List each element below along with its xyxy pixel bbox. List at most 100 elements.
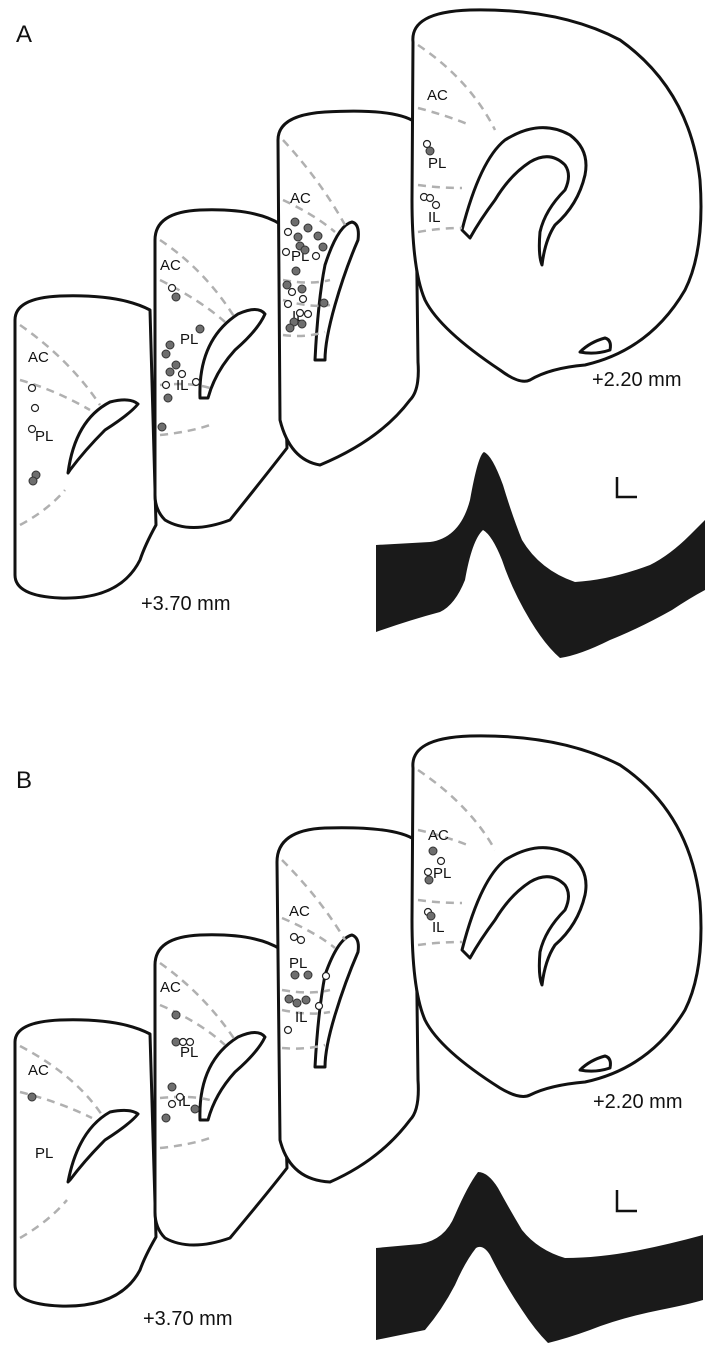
filled-site	[283, 281, 291, 289]
panel-a-section-1: AC PL	[15, 296, 156, 598]
coord-label-back: +2.20 mm	[593, 1091, 682, 1113]
open-site	[291, 934, 298, 941]
filled-site	[291, 971, 299, 979]
open-site	[427, 195, 434, 202]
open-site	[169, 1101, 176, 1108]
coord-label-front: +3.70 mm	[141, 593, 230, 615]
open-site	[285, 301, 292, 308]
filled-site	[166, 341, 174, 349]
region-label-il: IL	[428, 209, 441, 226]
filled-site	[320, 299, 328, 307]
panel-b-section-4: AC PL IL	[412, 736, 701, 1097]
panel-b-label: B	[16, 767, 32, 794]
region-label-il: IL	[176, 377, 189, 394]
region-label-pl: PL	[35, 428, 53, 445]
open-site	[305, 311, 312, 318]
filled-site	[314, 232, 322, 240]
filled-site	[304, 224, 312, 232]
region-label-ac: AC	[28, 1062, 49, 1079]
filled-site	[426, 147, 434, 155]
region-label-pl: PL	[180, 1044, 198, 1061]
filled-site	[293, 999, 301, 1007]
open-site	[289, 289, 296, 296]
filled-site	[429, 847, 437, 855]
open-site	[313, 253, 320, 260]
filled-site	[172, 1011, 180, 1019]
panel-b-section-3: AC PL IL	[277, 828, 418, 1182]
panel-a-section-2: AC PL IL	[155, 210, 287, 528]
filled-site	[291, 218, 299, 226]
panel-b: B AC PL AC PL IL	[15, 736, 703, 1343]
filled-site	[302, 996, 310, 1004]
open-site	[323, 973, 330, 980]
open-site	[283, 249, 290, 256]
filled-site	[191, 1105, 199, 1113]
filled-site	[166, 368, 174, 376]
filled-site	[28, 1093, 36, 1101]
region-label-il: IL	[295, 1009, 308, 1026]
region-label-pl: PL	[35, 1145, 53, 1162]
region-label-pl: PL	[428, 155, 446, 172]
region-label-ac: AC	[160, 979, 181, 996]
filled-site	[292, 267, 300, 275]
filled-site	[172, 1038, 180, 1046]
panel-a-section-3: AC PL IL	[278, 111, 418, 465]
scale-bar	[617, 1190, 637, 1211]
coord-label-front: +3.70 mm	[143, 1308, 232, 1330]
open-site	[193, 379, 200, 386]
open-site	[438, 858, 445, 865]
filled-site	[286, 324, 294, 332]
panel-a-label: A	[16, 21, 32, 48]
region-label-pl: PL	[433, 865, 451, 882]
filled-site	[285, 995, 293, 1003]
region-label-pl: PL	[289, 955, 307, 972]
open-site	[29, 426, 36, 433]
filled-site	[29, 477, 37, 485]
region-label-ac: AC	[289, 903, 310, 920]
region-label-ac: AC	[290, 190, 311, 207]
open-site	[424, 141, 431, 148]
coord-label-back: +2.20 mm	[592, 369, 681, 391]
scale-bar	[617, 477, 637, 497]
open-site	[163, 382, 170, 389]
filled-site	[304, 971, 312, 979]
panel-b-section-2: AC PL IL	[155, 935, 287, 1245]
filled-site	[298, 320, 306, 328]
region-label-ac: AC	[28, 349, 49, 366]
panel-b-section-1: AC PL	[15, 1020, 156, 1306]
filled-site	[172, 293, 180, 301]
filled-site	[196, 325, 204, 333]
open-site	[298, 937, 305, 944]
open-site	[179, 371, 186, 378]
filled-site	[162, 350, 170, 358]
open-site	[285, 229, 292, 236]
filled-site	[168, 1083, 176, 1091]
filled-site	[172, 361, 180, 369]
open-site	[180, 1039, 187, 1046]
open-site	[169, 285, 176, 292]
panel-b-waveform	[376, 1172, 703, 1343]
panel-a: A AC PL AC PL IL	[15, 10, 705, 658]
panel-a-section-4: AC PL IL	[412, 10, 701, 381]
region-label-il: IL	[432, 919, 445, 936]
open-site	[316, 1003, 323, 1010]
region-label-pl: PL	[180, 331, 198, 348]
filled-site	[298, 285, 306, 293]
open-site	[187, 1039, 194, 1046]
filled-site	[319, 243, 327, 251]
open-site	[177, 1094, 184, 1101]
filled-site	[425, 876, 433, 884]
filled-site	[164, 394, 172, 402]
filled-site	[162, 1114, 170, 1122]
open-site	[285, 1027, 292, 1034]
open-site	[29, 385, 36, 392]
region-label-ac: AC	[427, 87, 448, 104]
filled-site	[294, 233, 302, 241]
open-site	[433, 202, 440, 209]
filled-site	[158, 423, 166, 431]
open-site	[425, 869, 432, 876]
region-label-ac: AC	[160, 257, 181, 274]
filled-site	[427, 912, 435, 920]
filled-site	[301, 246, 309, 254]
